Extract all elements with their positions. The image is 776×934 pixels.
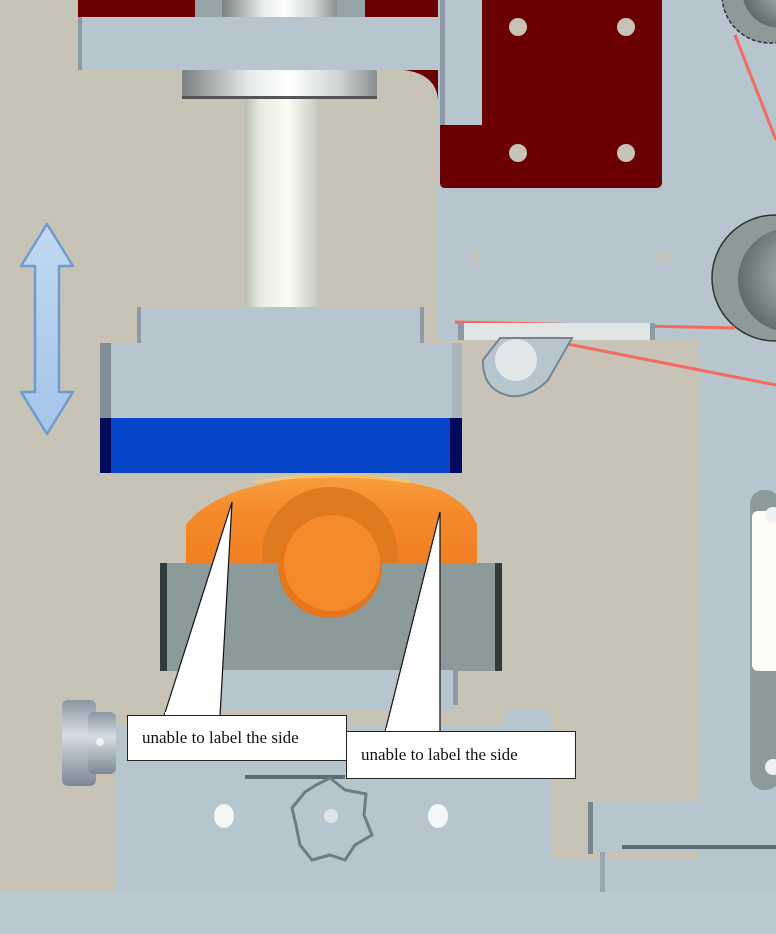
callout-right: unable to label the side bbox=[346, 731, 576, 779]
callout-right-text: unable to label the side bbox=[361, 745, 518, 764]
callout-left-text: unable to label the side bbox=[142, 728, 299, 747]
callout-left: unable to label the side bbox=[127, 715, 347, 761]
up-down-arrow-icon bbox=[19, 222, 75, 436]
